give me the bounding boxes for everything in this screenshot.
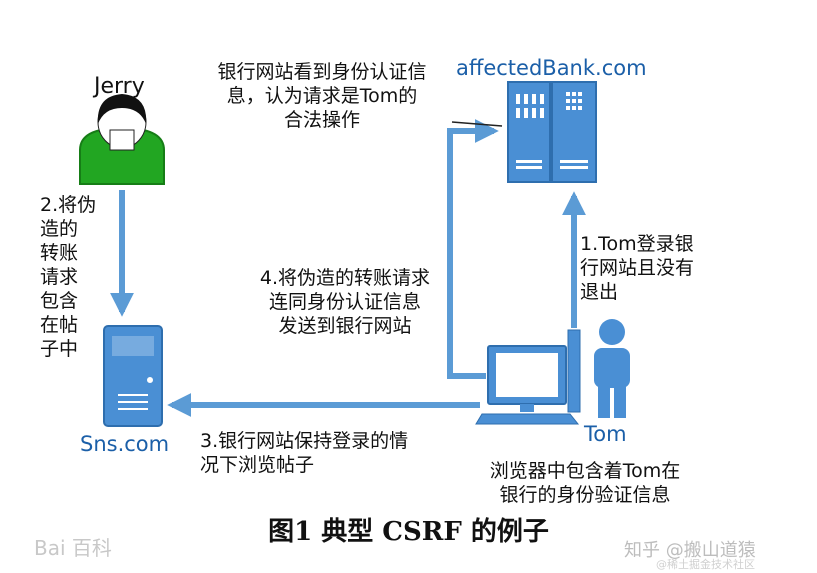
- watermark-left: Bai 百科: [34, 536, 112, 560]
- label-bank-sees: 银行网站看到身份认证信 息，认为请求是Tom的 合法操作: [217, 61, 427, 131]
- label-step4: 4.将伪造的转账请求 连同身份认证信息 发送到银行网站: [259, 267, 431, 337]
- jerry-name: Jerry: [94, 74, 145, 99]
- watermark-right-small: @稀土掘金技术社区: [656, 558, 755, 571]
- computer-icon: [475, 329, 581, 425]
- tom-icon: [594, 319, 630, 418]
- tom-name: Tom: [584, 422, 627, 446]
- bank-server-icon: [507, 81, 597, 183]
- bank-name: affectedBank.com: [456, 56, 647, 80]
- sns-name: Sns.com: [80, 432, 170, 456]
- figure-caption: 图1 典型 CSRF 的例子: [268, 517, 549, 547]
- sns-server-icon: [103, 325, 163, 427]
- label-browser: 浏览器中包含着Tom在 银行的身份验证信息: [489, 460, 681, 506]
- watermark-right: 知乎 @搬山道猿: [624, 540, 756, 561]
- label-step3: 3.银行网站保持登录的情 况下浏览帖子: [200, 430, 409, 476]
- pointer-label-to-bank: [451, 121, 503, 127]
- label-step1: 1.Tom登录银 行网站且没有 退出: [580, 233, 695, 303]
- jerry-icon: [79, 94, 165, 185]
- arrow-browser-to-bank: [447, 119, 499, 379]
- label-step2: 2.将伪 造的 转账 请求 包含 在帖 子中: [40, 194, 97, 360]
